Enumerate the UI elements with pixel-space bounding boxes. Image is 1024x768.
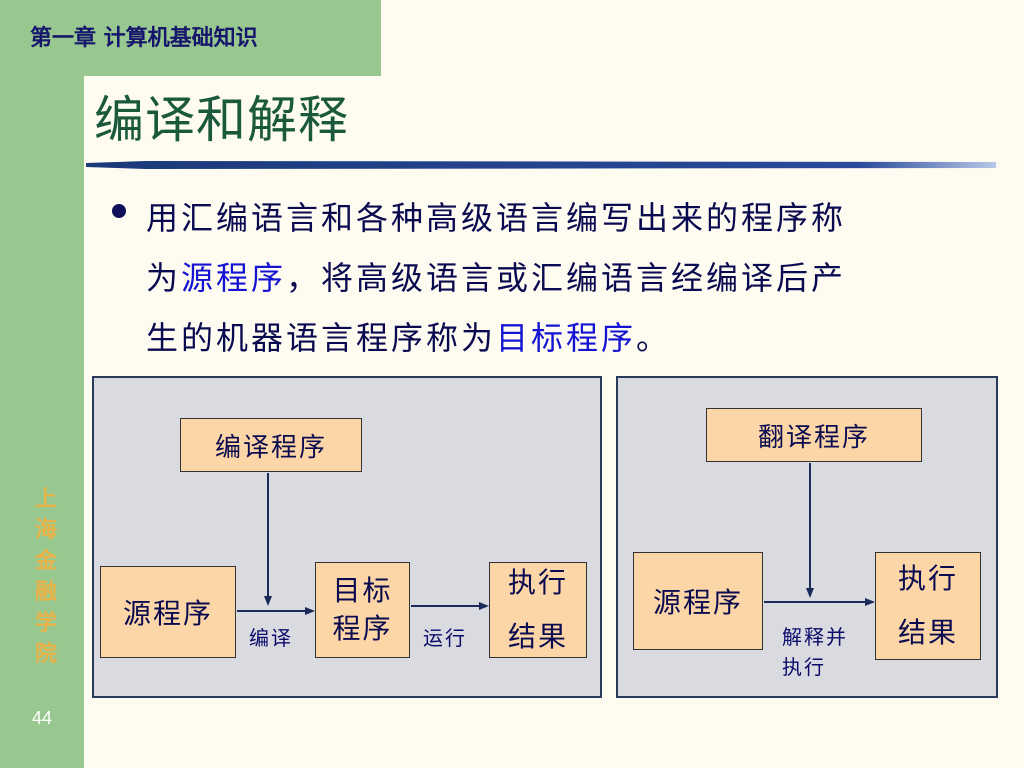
interpret-source-box: 源程序 xyxy=(633,552,763,650)
bullet-paragraph: 用汇编语言和各种高级语言编写出来的程序称 为源程序，将高级语言或汇编语言经编译后… xyxy=(146,188,966,368)
edge-label-run: 运行 xyxy=(423,626,467,650)
edge-label-interpret-line2: 执行 xyxy=(782,655,826,679)
edge-label-interpret: 解释并 执行 xyxy=(782,622,848,682)
interpret-source-label: 源程序 xyxy=(652,586,743,619)
bullet-text-segment: 生的机器语言程序称为 xyxy=(146,319,497,357)
school-char: 上 xyxy=(34,486,57,512)
target-program-term: 目标程序 xyxy=(496,319,637,357)
left-sidebar xyxy=(0,0,84,768)
compile-source-label: 源程序 xyxy=(122,597,213,630)
school-char: 金 xyxy=(34,548,57,574)
interpret-result-line2: 结果 xyxy=(897,616,958,649)
header-band xyxy=(0,0,381,76)
interpret-result-box: 执行 结果 xyxy=(875,552,981,660)
bullet-line-2: 为源程序，将高级语言或汇编语言经编译后产 xyxy=(146,248,966,308)
bullet-text-segment: ，将高级语言或汇编语言经编译后产 xyxy=(286,259,847,297)
translator-label: 翻译程序 xyxy=(757,422,870,453)
bullet-line-1: 用汇编语言和各种高级语言编写出来的程序称 xyxy=(146,199,847,237)
page-number: 44 xyxy=(32,708,53,728)
edge-label-compile: 编译 xyxy=(249,626,293,650)
school-char: 院 xyxy=(34,641,57,667)
edge-label-interpret-line1: 解释并 xyxy=(782,625,848,649)
slide-title: 编译和解释 xyxy=(94,91,349,149)
title-underline xyxy=(86,161,996,169)
translator-box: 翻译程序 xyxy=(706,408,922,462)
school-char: 融 xyxy=(34,579,57,605)
bullet-icon xyxy=(112,204,126,218)
interpret-result-line1: 执行 xyxy=(897,562,958,595)
target-program-box: 目标 程序 xyxy=(315,562,410,658)
target-label-line1: 目标 xyxy=(332,574,393,607)
bullet-text-segment: 。 xyxy=(636,319,672,357)
target-label-line2: 程序 xyxy=(332,612,393,645)
school-char: 海 xyxy=(34,517,57,543)
compile-result-box: 执行 结果 xyxy=(489,562,587,658)
compile-result-line2: 结果 xyxy=(507,620,568,653)
school-char: 学 xyxy=(34,610,57,636)
source-program-term: 源程序 xyxy=(181,259,287,297)
bullet-text-segment: 为 xyxy=(146,259,182,297)
chapter-title: 第一章 计算机基础知识 xyxy=(30,25,258,51)
compiler-box: 编译程序 xyxy=(180,418,362,472)
compile-result-line1: 执行 xyxy=(507,566,568,599)
compiler-label: 编译程序 xyxy=(214,432,327,463)
compile-source-box: 源程序 xyxy=(100,566,236,658)
bullet-line-3: 生的机器语言程序称为目标程序。 xyxy=(146,308,966,368)
school-name-vertical: 上 海 金 融 学 院 xyxy=(30,484,62,670)
